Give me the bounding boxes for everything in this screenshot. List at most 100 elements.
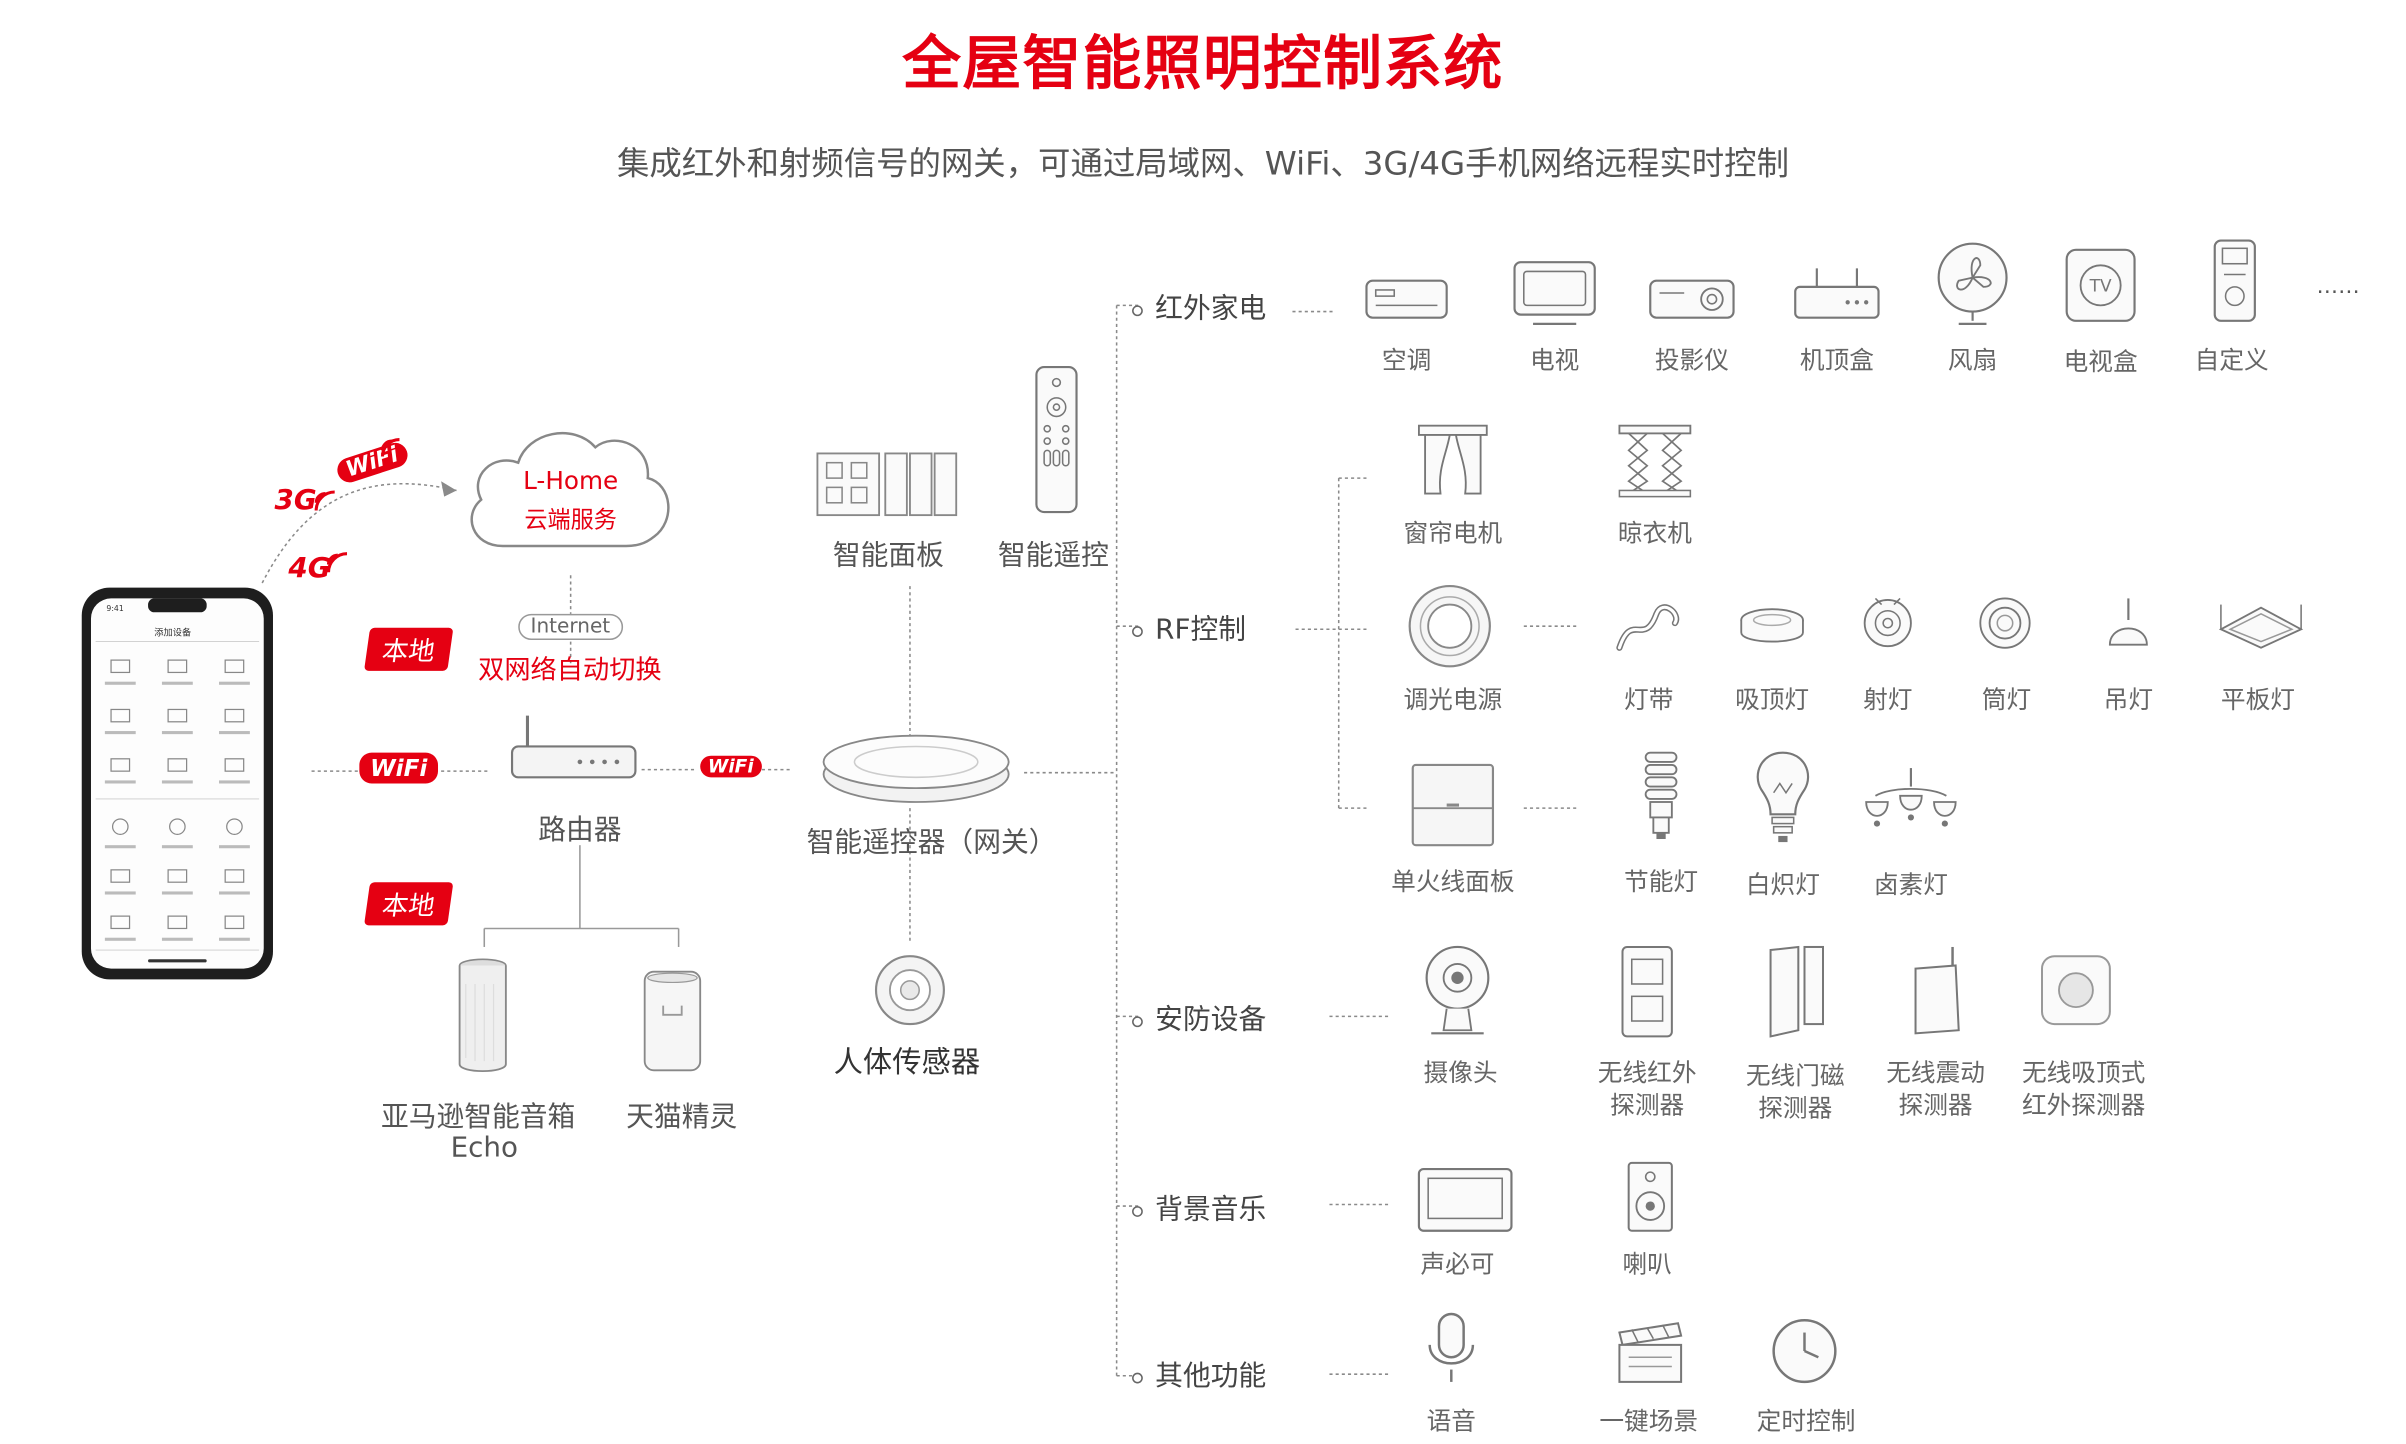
echo-label-line1: 亚马逊智能音箱: [380, 1101, 576, 1134]
signal-waves-icon: [314, 490, 335, 511]
body-sensor-icon: [874, 955, 945, 1026]
security-multi-line1: 无线吸顶式: [2021, 1058, 2146, 1088]
category-rf-label: RF控制: [1155, 613, 1246, 647]
local-tag: 本地: [364, 882, 454, 926]
router-icon: [510, 715, 637, 779]
category-rf: RF控制: [1132, 608, 1246, 648]
clock-icon: [1772, 1318, 1837, 1384]
dimmer-power-icon: [1408, 584, 1491, 668]
cloud-icon: [470, 431, 670, 548]
security-multi-line1: 无线红外: [1597, 1058, 1697, 1088]
pendant-light-icon: [2108, 598, 2148, 646]
curtain-motor-icon: [1417, 424, 1488, 495]
rf-row2-label: 平板灯: [2220, 684, 2295, 715]
ceiling-ir-detector-icon: [2041, 955, 2111, 1026]
ir-item-label: 空调: [1381, 345, 1432, 375]
rf-row2-label: 筒灯: [1981, 684, 2032, 715]
echo-label-line2: Echo: [450, 1132, 518, 1165]
category-music-label: 背景音乐: [1155, 1193, 1267, 1227]
single-fire-label: 单火线面板: [1391, 866, 1515, 897]
single-fire-panel-icon: [1411, 763, 1495, 847]
clapperboard-icon: [1618, 1322, 1683, 1383]
rf-row3-label: 白炽灯: [1745, 869, 1820, 900]
internet-pill: Internet: [518, 613, 623, 641]
tv-box-icon: TV: [2065, 248, 2136, 322]
phone-header: 添加设备: [154, 627, 192, 639]
smart-remote-label: 智能遥控: [997, 539, 1109, 573]
page-title: 全屋智能照明控制系统: [902, 29, 1504, 98]
sonos-screen-icon: [1417, 1167, 1513, 1232]
rf-row1-label: 窗帘电机: [1403, 518, 1503, 548]
category-security: 安防设备: [1132, 998, 1266, 1038]
smart-panel-label: 智能面板: [832, 539, 944, 573]
remote-control-icon: [1035, 365, 1078, 514]
svg-text:TV: TV: [2089, 275, 2112, 295]
router-label: 路由器: [538, 814, 622, 847]
other-item-label: 一键场景: [1599, 1406, 1699, 1436]
rf-row2-label: 吊灯: [2103, 684, 2154, 715]
light-strip-icon: [1616, 604, 1680, 651]
gateway-icon: [822, 734, 1010, 803]
category-other: 其他功能: [1132, 1354, 1266, 1394]
4g-label: 4G: [288, 552, 331, 585]
incandescent-bulb-icon: [1756, 751, 1810, 843]
rf-row2-label: 射灯: [1863, 684, 1913, 715]
rf-row2-label: 灯带: [1624, 684, 1674, 715]
security-multi-line2: 探测器: [1758, 1093, 1833, 1123]
dimmer-label: 调光电源: [1403, 684, 1503, 715]
microphone-icon: [1428, 1312, 1475, 1382]
dual-network-label: 双网络自动切换: [478, 655, 662, 687]
fan-icon: [1937, 242, 2008, 325]
energy-saving-bulb-icon: [1644, 751, 1678, 840]
3g-label: 3G: [274, 484, 317, 517]
ir-item-label: 电视盒: [2063, 347, 2138, 377]
security-multi-line2: 红外探测器: [2021, 1090, 2146, 1120]
security-multi-line1: 无线震动: [1886, 1058, 1985, 1088]
body-sensor-label: 人体传感器: [833, 1045, 981, 1080]
music-item-label: 声必可: [1420, 1249, 1495, 1279]
set-top-box-icon: [1794, 268, 1880, 319]
echo-speaker-icon: [458, 958, 507, 1072]
category-ir: 红外家电: [1132, 287, 1266, 327]
spotlight-icon: [1863, 597, 1912, 648]
wifi-badge-phone: WiFi: [359, 752, 439, 784]
ir-item-label: 自定义: [2194, 345, 2269, 375]
security-multi-line2: 探测器: [1610, 1090, 1685, 1120]
custom-remote-icon: [2213, 239, 2256, 322]
door-sensor-icon: [1769, 945, 1825, 1038]
other-item-label: 定时控制: [1756, 1406, 1856, 1436]
clothes-dryer-rack-icon: [1618, 424, 1692, 498]
air-conditioner-icon: [1365, 279, 1448, 319]
ir-item-label: 机顶盒: [1799, 345, 1874, 375]
ir-item-label: 电视: [1529, 345, 1580, 375]
signal-waves-icon: [326, 552, 348, 573]
ir-more-ellipsis: ……: [2316, 274, 2360, 300]
category-music: 背景音乐: [1132, 1188, 1266, 1228]
rf-row3-label: 卤素灯: [1873, 869, 1948, 900]
phone-time: 9:41: [106, 604, 124, 614]
cloud-service: 云端服务: [524, 505, 617, 534]
projector-icon: [1649, 279, 1735, 319]
category-other-label: 其他功能: [1155, 1360, 1267, 1393]
vibration-detector-icon: [1914, 946, 1960, 1035]
tmall-genie-icon: [643, 970, 702, 1072]
category-security-label: 安防设备: [1155, 1004, 1267, 1037]
security-multi-line2: 探测器: [1898, 1090, 1973, 1120]
security-multi-line1: 无线门磁: [1745, 1061, 1845, 1091]
ir-item-label: 投影仪: [1654, 345, 1729, 375]
page-subtitle: 集成红外和射频信号的网关，可通过局域网、WiFi、3G/4G手机网络远程实时控制: [617, 144, 1789, 182]
local-tag: 本地: [364, 627, 454, 671]
music-item-label: 喇叭: [1622, 1249, 1672, 1279]
halogen-chandelier-icon: [1865, 768, 1957, 827]
security-item-label: 摄像头: [1423, 1058, 1498, 1088]
smartphone-icon: [81, 587, 273, 980]
gateway-label: 智能遥控器（网关）: [806, 826, 1057, 860]
downlight-icon: [1979, 597, 2031, 649]
other-item-label: 语音: [1426, 1406, 1476, 1436]
tmall-label: 天猫精灵: [626, 1101, 738, 1134]
smart-panel-icon: [816, 452, 958, 517]
rf-row1-label: 晾衣机: [1617, 518, 1692, 548]
tv-icon: [1513, 261, 1596, 325]
ceiling-light-icon: [1740, 608, 1804, 643]
rf-row3-label: 节能灯: [1624, 866, 1699, 897]
